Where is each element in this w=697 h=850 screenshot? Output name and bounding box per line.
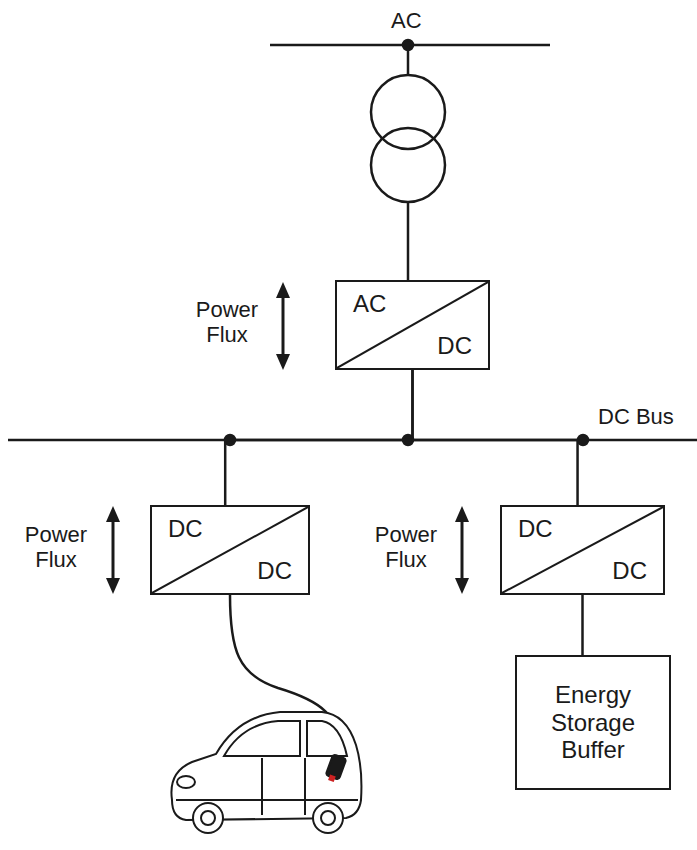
charging-plug: [326, 754, 347, 779]
power-connector: [581, 595, 584, 655]
power-flux-label: Power Flux: [186, 297, 268, 348]
car-hub: [201, 811, 215, 825]
double-arrow: [106, 506, 120, 594]
power-connector: [225, 370, 412, 505]
car-wheel: [193, 803, 223, 833]
car-headlight: [177, 776, 195, 788]
car-hub: [321, 811, 335, 825]
box-text: DC: [168, 515, 203, 543]
box-text: DC: [518, 515, 553, 543]
converter-box: DC DC: [150, 505, 310, 595]
converter-diagonal: [502, 507, 663, 593]
car-window: [307, 721, 347, 756]
converter-box: DC DC: [500, 505, 665, 595]
box-text: DC: [437, 332, 472, 360]
transformer-winding: [371, 128, 445, 202]
storage-box: Energy Storage Buffer: [515, 655, 671, 790]
power-flux-label: Power Flux: [364, 522, 448, 573]
box-text: DC: [257, 557, 292, 585]
power-flux-label: Power Flux: [14, 522, 98, 573]
car-door-line: [304, 758, 306, 815]
double-arrow: [455, 506, 469, 594]
wire: [407, 202, 410, 281]
plug-light: [328, 774, 336, 782]
power-connector: [413, 370, 578, 505]
converter-diagonal: [337, 282, 488, 368]
converter-box: AC DC: [335, 280, 490, 370]
wire: [407, 45, 410, 75]
box-text: DC: [612, 557, 647, 585]
double-arrow: [276, 282, 290, 370]
car-wheel: [313, 803, 343, 833]
converter-diagonal: [152, 507, 308, 593]
car-window: [224, 721, 300, 756]
ac-label: AC: [391, 8, 422, 33]
car-door-line: [261, 758, 263, 815]
bus-label: DC Bus: [598, 404, 674, 429]
box-text: AC: [353, 290, 386, 318]
car-bumper-line: [176, 799, 358, 801]
electric-car: [171, 595, 361, 833]
box-text: Energy Storage Buffer: [529, 681, 657, 764]
junction-dot: [578, 435, 588, 445]
